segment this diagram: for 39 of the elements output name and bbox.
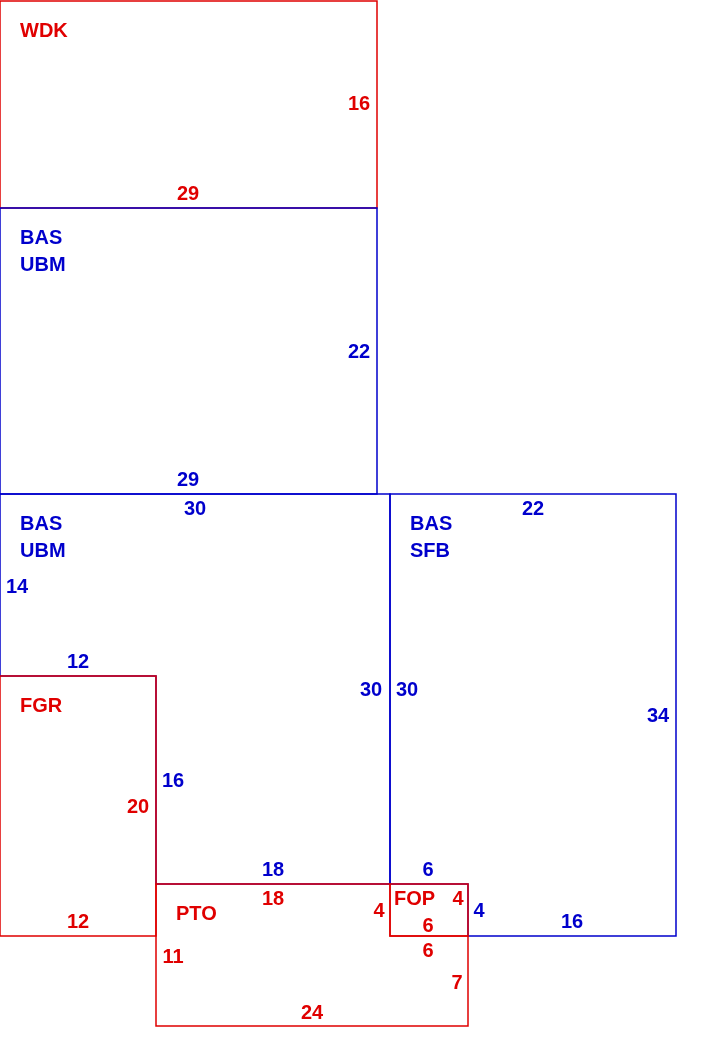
- dimension-label: 4: [373, 899, 385, 921]
- area-name: FOP: [394, 886, 437, 911]
- area-name: BAS UBM: [20, 511, 67, 563]
- area-name: PTO: [176, 901, 218, 926]
- floor-area: [390, 884, 468, 936]
- dimension-label: 12: [66, 650, 90, 672]
- dimension-label: 22: [521, 497, 545, 519]
- dimension-label: 14: [5, 575, 29, 597]
- dimension-label: 20: [126, 795, 150, 817]
- area-name: WDK: [20, 18, 69, 43]
- dimension-label: 18: [261, 887, 285, 909]
- floor-area: [156, 884, 468, 1026]
- dimension-label: 16: [347, 92, 371, 114]
- floor-area: [390, 494, 676, 936]
- dimension-label: 30: [359, 678, 383, 700]
- area-name: BAS UBM: [20, 225, 67, 277]
- dimension-label: 24: [300, 1001, 324, 1023]
- dimension-label: 7: [451, 971, 463, 993]
- dimension-label: 16: [161, 769, 185, 791]
- dimension-label: 6: [422, 914, 434, 936]
- area-name: BAS SFB: [410, 511, 454, 563]
- floor-area: [0, 676, 156, 936]
- dimension-label: 34: [646, 704, 670, 726]
- dimension-label: 11: [162, 945, 184, 967]
- dimension-label: 6: [422, 939, 434, 961]
- dimension-label: 12: [66, 910, 90, 932]
- dimension-label: 18: [261, 858, 285, 880]
- dimension-label: 4: [452, 887, 464, 909]
- dimension-label: 30: [395, 678, 419, 700]
- dimension-label: 4: [473, 899, 485, 921]
- dimension-label: 6: [422, 858, 434, 880]
- dimension-label: 16: [560, 910, 584, 932]
- floor-area: [0, 1, 377, 208]
- dimension-label: 22: [347, 340, 371, 362]
- floor-area: [0, 208, 377, 494]
- area-name: FGR: [20, 693, 64, 718]
- dimension-label: 30: [183, 497, 207, 519]
- dimension-label: 29: [176, 468, 200, 490]
- dimension-label: 29: [176, 182, 200, 204]
